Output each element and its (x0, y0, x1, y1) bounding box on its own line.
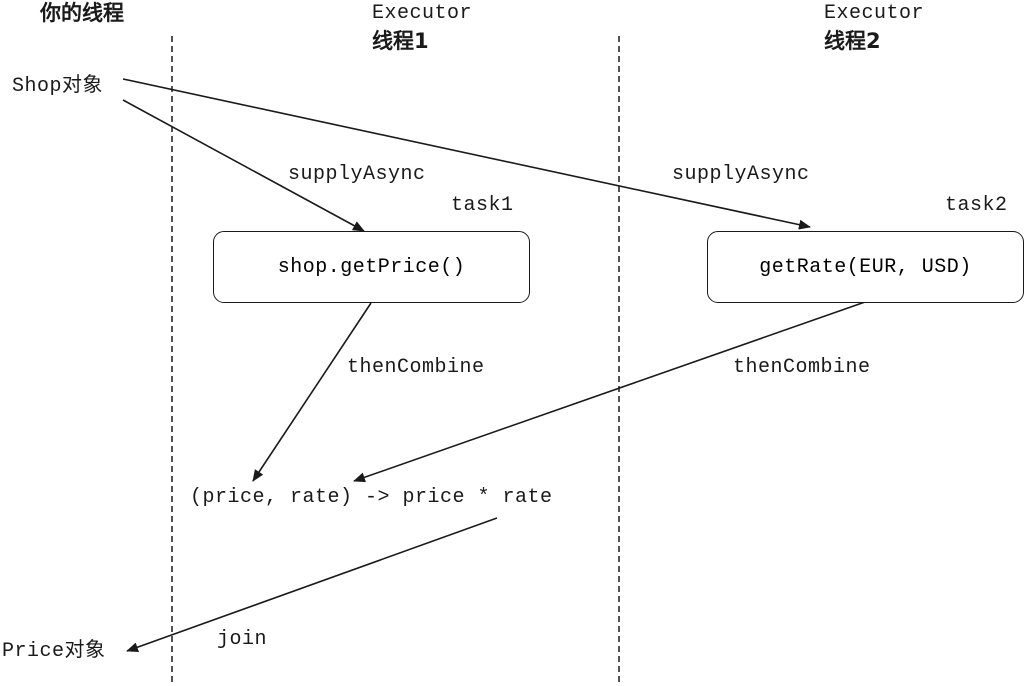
edge-label-supply2: supplyAsync (672, 163, 810, 186)
task2-code: getRate(EUR, USD) (759, 255, 972, 279)
task1-code: shop.getPrice() (277, 255, 466, 279)
arrow-task1-to-combine (252, 302, 372, 482)
task2-tag: task2 (945, 194, 1008, 217)
arrow-combine-to-price (126, 517, 498, 652)
lane-header-thread2: 线程2 (824, 29, 881, 53)
task1-tag: task1 (451, 194, 514, 217)
arrow-shop-to-task2 (122, 78, 811, 230)
edge-label-combine2: thenCombine (733, 356, 871, 379)
combine-expression: (price, rate) -> price * rate (190, 486, 553, 509)
arrow-task2-to-combine (353, 301, 866, 483)
lane-header-your-thread: 你的线程 (40, 1, 124, 25)
edge-label-combine1: thenCombine (347, 356, 485, 379)
task1-box: shop.getPrice() (213, 231, 530, 303)
lane-header-executor1: Executor (372, 2, 473, 25)
arrow-shop-to-task1 (122, 99, 365, 232)
lane-header-executor2: Executor (824, 2, 925, 25)
edge-label-join: join (217, 628, 268, 651)
task2-box: getRate(EUR, USD) (707, 231, 1024, 303)
shop-object-node: Shop对象 (12, 75, 104, 98)
edge-label-supply1: supplyAsync (288, 163, 426, 186)
price-object-node: Price对象 (2, 640, 106, 663)
lane-header-thread1: 线程1 (372, 29, 429, 53)
